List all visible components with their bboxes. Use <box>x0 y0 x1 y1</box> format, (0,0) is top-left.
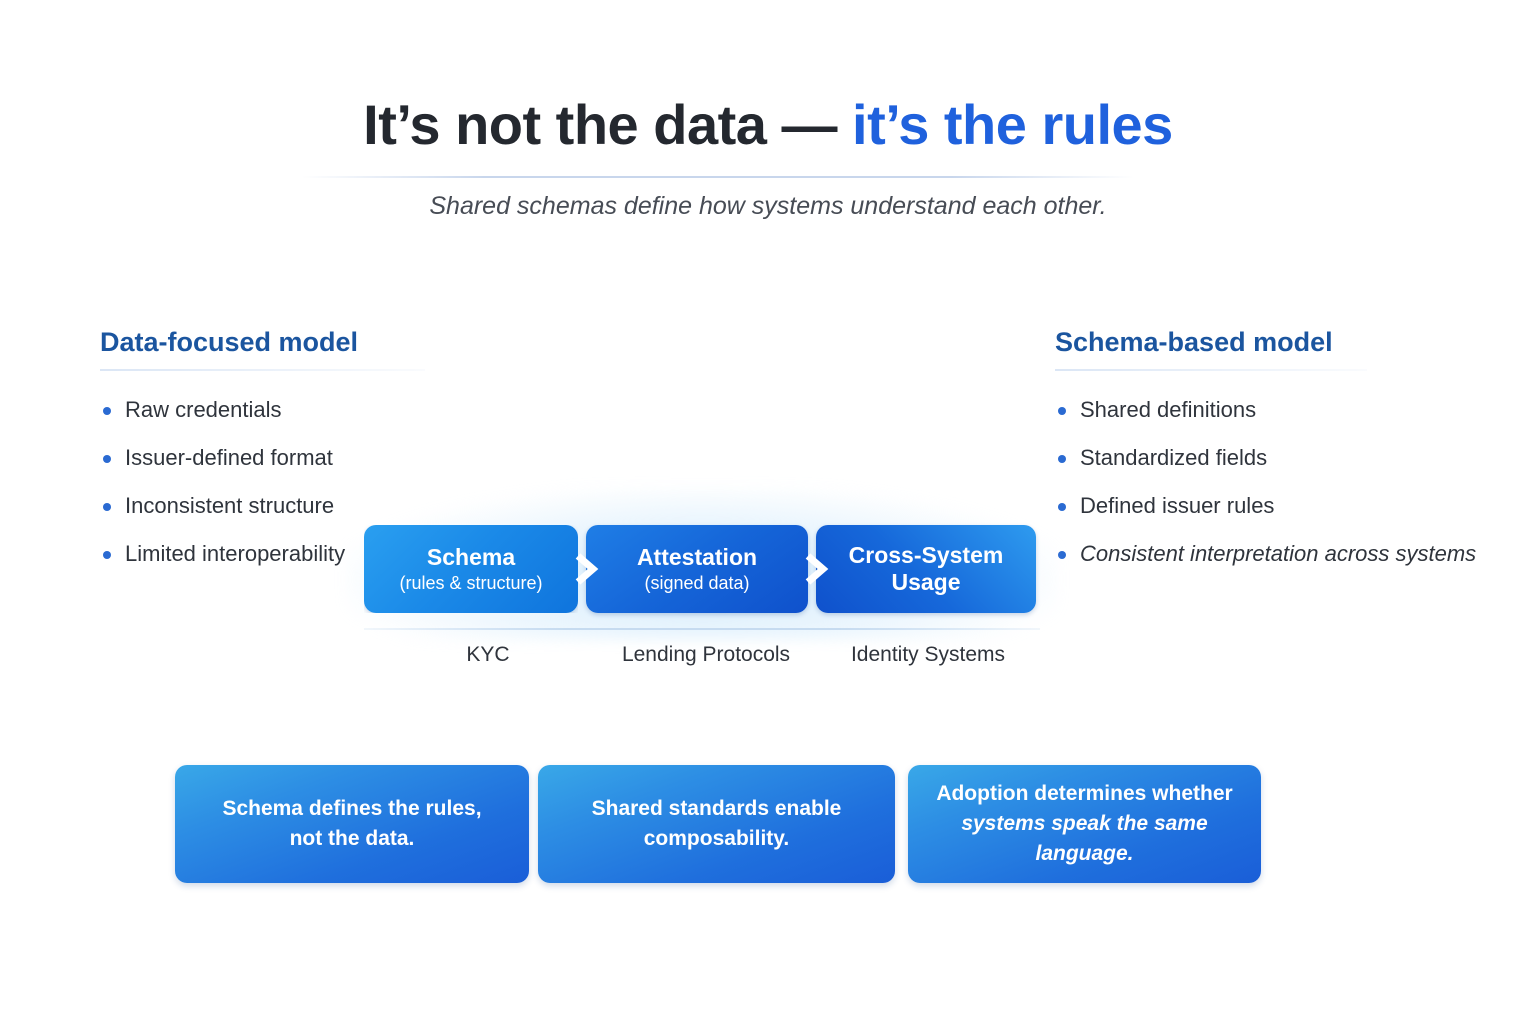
schema-based-column: Schema-based model Shared definitions St… <box>1055 325 1515 589</box>
takeaway-line-2: not the data. <box>289 827 415 850</box>
takeaway-card[interactable]: Shared standards enable composability. <box>538 765 895 883</box>
list-item: Standardized fields <box>1055 445 1515 471</box>
page-title-plain: It’s not the data — <box>363 93 853 156</box>
list-item: Inconsistent structure <box>100 493 500 519</box>
page-title: It’s not the data — it’s the rules <box>0 92 1536 157</box>
flow-step-title-line2: Usage <box>891 569 961 595</box>
list-item: Raw credentials <box>100 397 500 423</box>
column-heading-right: Schema-based model <box>1055 327 1333 357</box>
flow-label-lending-protocols: Lending Protocols <box>621 643 791 666</box>
takeaway-line-2: composability. <box>643 827 790 850</box>
column-heading-left: Data-focused model <box>100 327 359 357</box>
list-item: Consistent interpretation across systems <box>1055 541 1515 567</box>
flow-step-subtitle: (signed data) <box>644 572 750 593</box>
column-divider-left <box>100 369 425 371</box>
takeaway-cards: Schema defines the rules, not the data. … <box>175 765 1361 883</box>
list-item: Defined issuer rules <box>1055 493 1515 519</box>
flow-step-schema[interactable]: Schema (rules & structure) <box>364 525 578 613</box>
page-subtitle: Shared schemas define how systems unders… <box>429 192 1107 220</box>
takeaway-card[interactable]: Schema defines the rules, not the data. <box>175 765 529 883</box>
takeaway-card-text: Schema defines the rules, not the data. <box>204 794 499 854</box>
flow-step-subtitle: (rules & structure) <box>399 572 543 593</box>
column-divider-right <box>1055 369 1367 371</box>
flow-step-attestation[interactable]: Attestation (signed data) <box>586 525 808 613</box>
flow-diagram: Schema (rules & structure) Attestation (… <box>346 488 1058 688</box>
flow-step-title: Cross-System <box>848 542 1004 568</box>
list-item: Issuer-defined format <box>100 445 500 471</box>
flow-label-kyc: KYC <box>466 643 510 666</box>
bullet-list-right: Shared definitions Standardized fields D… <box>1055 397 1515 567</box>
title-divider <box>302 176 1134 178</box>
flow-step-cross-system-usage[interactable]: Cross-System Usage <box>816 525 1036 613</box>
takeaway-line-1: Schema defines the rules, <box>222 797 482 820</box>
bullet-list-left: Raw credentials Issuer-defined format In… <box>100 397 500 567</box>
flow-label-identity-systems: Identity Systems <box>850 643 1006 666</box>
flow-divider <box>364 628 1040 630</box>
flow-steps-row: Schema (rules & structure) Attestation (… <box>346 525 1058 613</box>
flow-labels-row: KYC Lending Protocols Identity Systems <box>346 643 1058 677</box>
list-item: Limited interoperability <box>100 541 500 567</box>
page-title-accent: it’s the rules <box>852 93 1173 156</box>
flow-step-title: Attestation <box>636 543 758 570</box>
takeaway-card-text: Shared standards enable composability. <box>574 794 860 854</box>
flow-step-title: Schema <box>426 543 516 570</box>
takeaway-card[interactable]: Adoption determines whether systems spea… <box>908 765 1261 883</box>
list-item: Shared definitions <box>1055 397 1515 423</box>
takeaway-card-text: Adoption determines whether systems spea… <box>908 779 1261 869</box>
takeaway-line-1: Adoption determines whether <box>936 782 1233 805</box>
data-focused-column: Data-focused model Raw credentials Issue… <box>100 325 500 589</box>
takeaway-line-1: Shared standards enable <box>591 797 842 820</box>
takeaway-line-2: systems speak the same language. <box>961 812 1208 865</box>
